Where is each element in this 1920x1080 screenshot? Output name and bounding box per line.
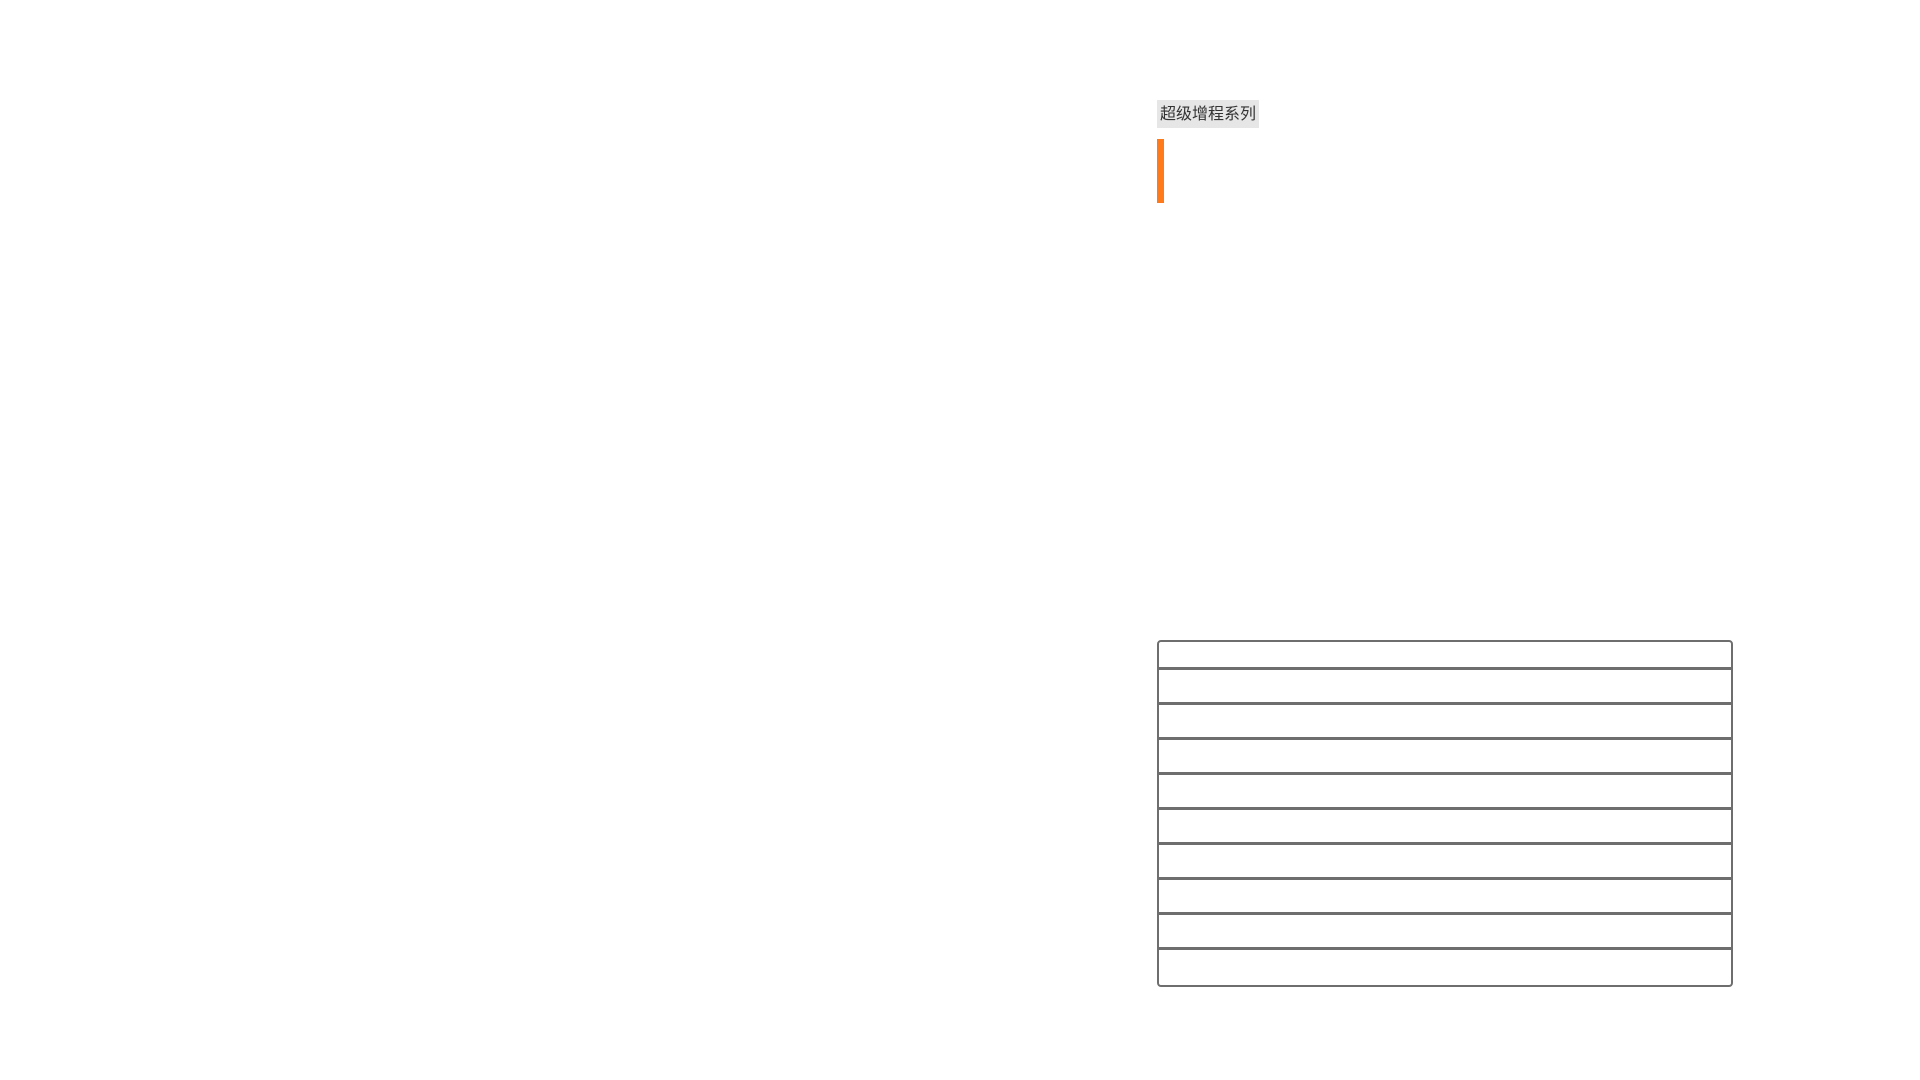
spec-table-row <box>1159 915 1731 950</box>
spec-table-row <box>1159 705 1731 740</box>
spec-table-row <box>1159 775 1731 810</box>
accent-bar <box>1157 139 1164 203</box>
spec-table-row <box>1159 845 1731 880</box>
spec-table-row <box>1159 880 1731 915</box>
spec-table-row <box>1159 740 1731 775</box>
spec-table-row <box>1159 670 1731 705</box>
spec-table-row <box>1159 642 1731 670</box>
spec-table-row <box>1159 950 1731 985</box>
series-tag[interactable]: 超级增程系列 <box>1157 100 1260 128</box>
spec-table <box>1157 640 1733 987</box>
spec-table-row <box>1159 810 1731 845</box>
